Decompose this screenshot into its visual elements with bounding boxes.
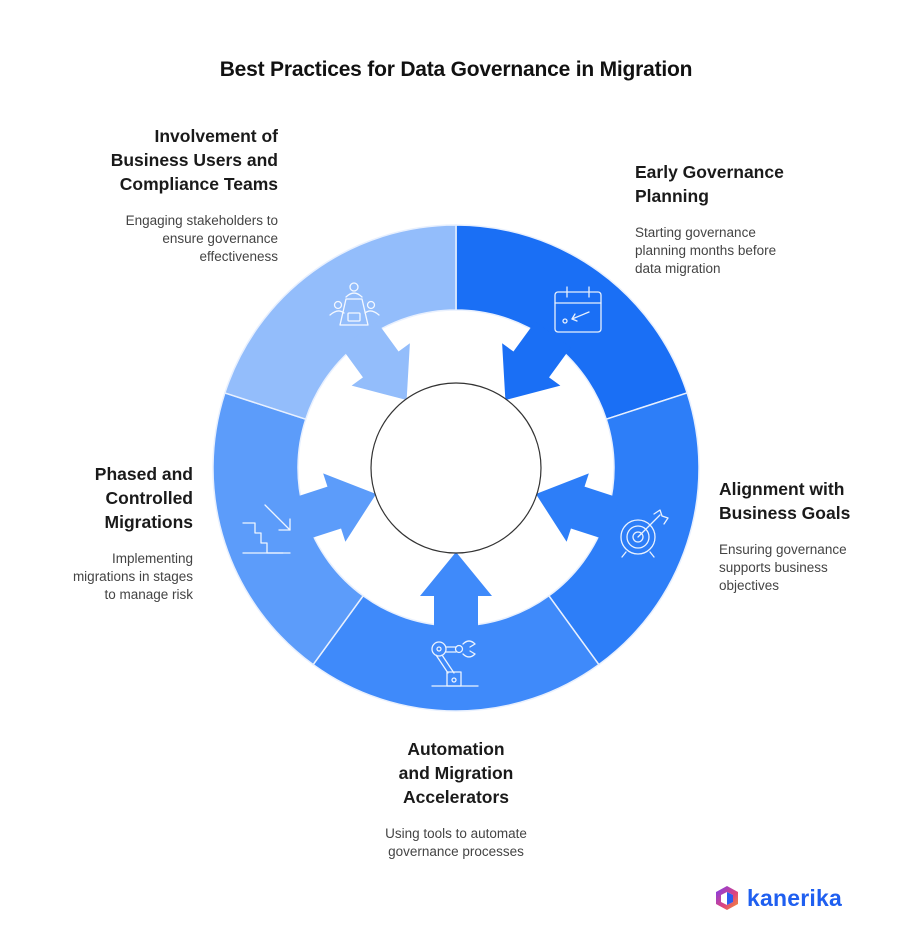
practice-description: Engaging stakeholders to ensure governan… <box>80 212 278 266</box>
description-line: ensure governance <box>162 231 278 246</box>
stairs-down-icon <box>242 504 291 554</box>
kanerika-cube-icon <box>716 886 738 910</box>
practice-automation: Automation and Migration Accelerators Us… <box>346 737 566 861</box>
heading-line: Alignment with <box>719 479 845 499</box>
description-line: Implementing <box>111 551 193 566</box>
target-dart-icon <box>620 509 669 558</box>
heading-line: Involvement of <box>154 126 279 146</box>
heading-line: Automation <box>407 739 505 759</box>
inward-arrow <box>420 552 492 633</box>
description-line: to manage risk <box>104 587 193 602</box>
practice-heading: Early Governance Planning <box>635 160 835 208</box>
diagram-title: Best Practices for Data Governance in Mi… <box>219 58 693 81</box>
description-line: supports business <box>719 560 828 575</box>
practice-heading: Alignment with Business Goals <box>719 477 899 525</box>
description-line: migrations in stages <box>72 569 193 584</box>
segment-early-planning <box>455 224 689 421</box>
practice-involvement: Involvement of Business Users and Compli… <box>80 124 278 266</box>
kanerika-logo: kanerika <box>713 884 842 912</box>
inward-arrow <box>535 473 620 542</box>
practice-description: Ensuring governance supports business ob… <box>719 541 899 595</box>
heading-line: Compliance Teams <box>119 174 278 194</box>
practice-heading: Automation and Migration Accelerators <box>346 737 566 809</box>
heading-line: and Migration <box>398 763 514 783</box>
inward-arrow <box>292 473 377 542</box>
description-line: effectiveness <box>199 249 278 264</box>
description-line: Engaging stakeholders to <box>125 213 278 228</box>
practice-alignment: Alignment with Business Goals Ensuring g… <box>719 477 899 595</box>
center-circle <box>370 382 542 554</box>
heading-line: Phased and <box>94 464 193 484</box>
description-line: planning months before <box>635 243 777 258</box>
description-line: governance processes <box>388 844 524 859</box>
practice-description: Using tools to automate governance proce… <box>346 825 566 861</box>
logo-wordmark: kanerika <box>747 884 842 911</box>
segment-alignment <box>547 391 700 666</box>
heading-line: Controlled <box>105 488 194 508</box>
heading-line: Early Governance <box>635 162 784 182</box>
heading-line: Business Users and <box>110 150 278 170</box>
description-line: Using tools to automate <box>385 826 527 841</box>
description-line: Ensuring governance <box>719 542 847 557</box>
practice-heading: Phased and Controlled Migrations <box>40 462 193 534</box>
heading-line: Planning <box>635 186 709 206</box>
heading-line: Business Goals <box>719 503 851 523</box>
heading-line: Migrations <box>104 512 193 532</box>
meeting-team-icon <box>329 282 380 326</box>
robotic-arm-icon <box>431 640 479 687</box>
calendar-arrow-icon <box>554 286 602 333</box>
practice-phased: Phased and Controlled Migrations Impleme… <box>40 462 193 604</box>
segment-automation <box>312 594 600 712</box>
practice-description: Implementing migrations in stages to man… <box>40 550 193 604</box>
practice-heading: Involvement of Business Users and Compli… <box>80 124 278 196</box>
description-line: objectives <box>719 578 780 593</box>
inward-arrow <box>341 321 410 401</box>
heading-line: Accelerators <box>402 787 510 807</box>
description-line: Starting governance <box>635 225 756 240</box>
inward-arrow <box>502 321 571 401</box>
practice-early-planning: Early Governance Planning Starting gover… <box>635 160 835 278</box>
description-line: data migration <box>635 261 721 276</box>
practice-description: Starting governance planning months befo… <box>635 224 835 278</box>
